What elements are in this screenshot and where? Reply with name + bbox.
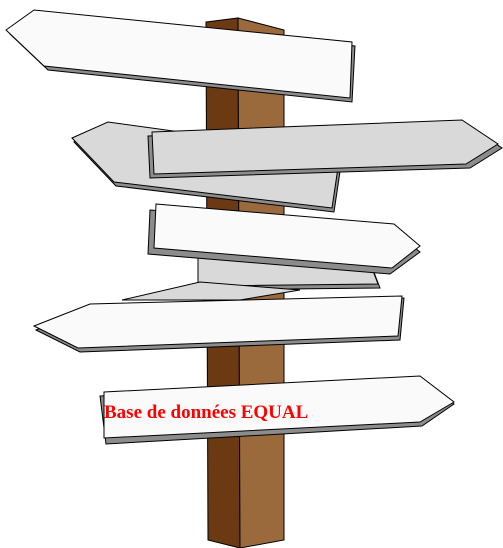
sign-label-equal-database: Base de données EQUAL [104,402,309,423]
sign-bottom-right-arrow [99,375,455,445]
sign-third-right-arrow [147,203,421,275]
sign-second-right-arrow [147,119,503,179]
sign-fourth-back-arrow [121,281,301,301]
sign-fourth-left-arrow [32,295,405,353]
sign-top-left-arrow [5,9,356,103]
